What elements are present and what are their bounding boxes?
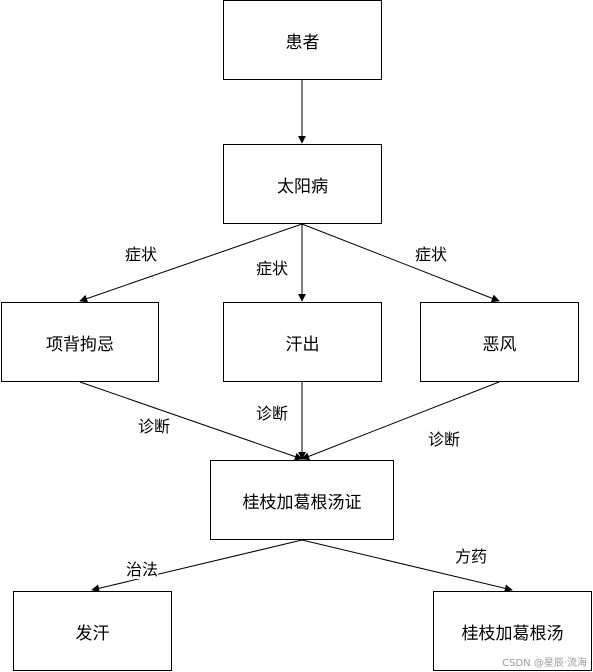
edge-label-symptom-mid: 症状 xyxy=(256,259,289,279)
edge-wind-syndrome xyxy=(301,381,500,461)
node-taiyang: 太阳病 xyxy=(223,144,382,224)
edge-label-diagnosis-right: 诊断 xyxy=(428,430,461,450)
edge-label-diagnosis-mid: 诊断 xyxy=(256,404,289,424)
edge-label-symptom-left: 症状 xyxy=(125,245,158,265)
node-neck-stiffness: 项背拘忌 xyxy=(1,302,159,382)
node-syndrome: 桂枝加葛根汤证 xyxy=(210,460,394,540)
edge-taiyang-neck xyxy=(79,223,303,303)
edge-neck-syndrome xyxy=(79,381,303,461)
node-patient: 患者 xyxy=(223,0,382,80)
edge-taiyang-wind xyxy=(301,223,500,303)
edge-label-prescription: 方药 xyxy=(455,547,488,567)
node-formula: 桂枝加葛根汤 xyxy=(433,591,592,671)
edge-label-symptom-right: 症状 xyxy=(415,245,448,265)
node-fahan: 发汗 xyxy=(13,591,172,671)
edge-label-diagnosis-left: 诊断 xyxy=(138,417,171,437)
node-aversion-to-wind: 恶风 xyxy=(420,302,579,382)
edge-syndrome-fahan xyxy=(91,539,303,593)
edge-syndrome-formula xyxy=(301,539,513,593)
node-sweating: 汗出 xyxy=(223,302,382,382)
edge-label-treatment: 治法 xyxy=(126,560,159,580)
watermark: CSDN @星辰·流海 xyxy=(502,658,587,669)
